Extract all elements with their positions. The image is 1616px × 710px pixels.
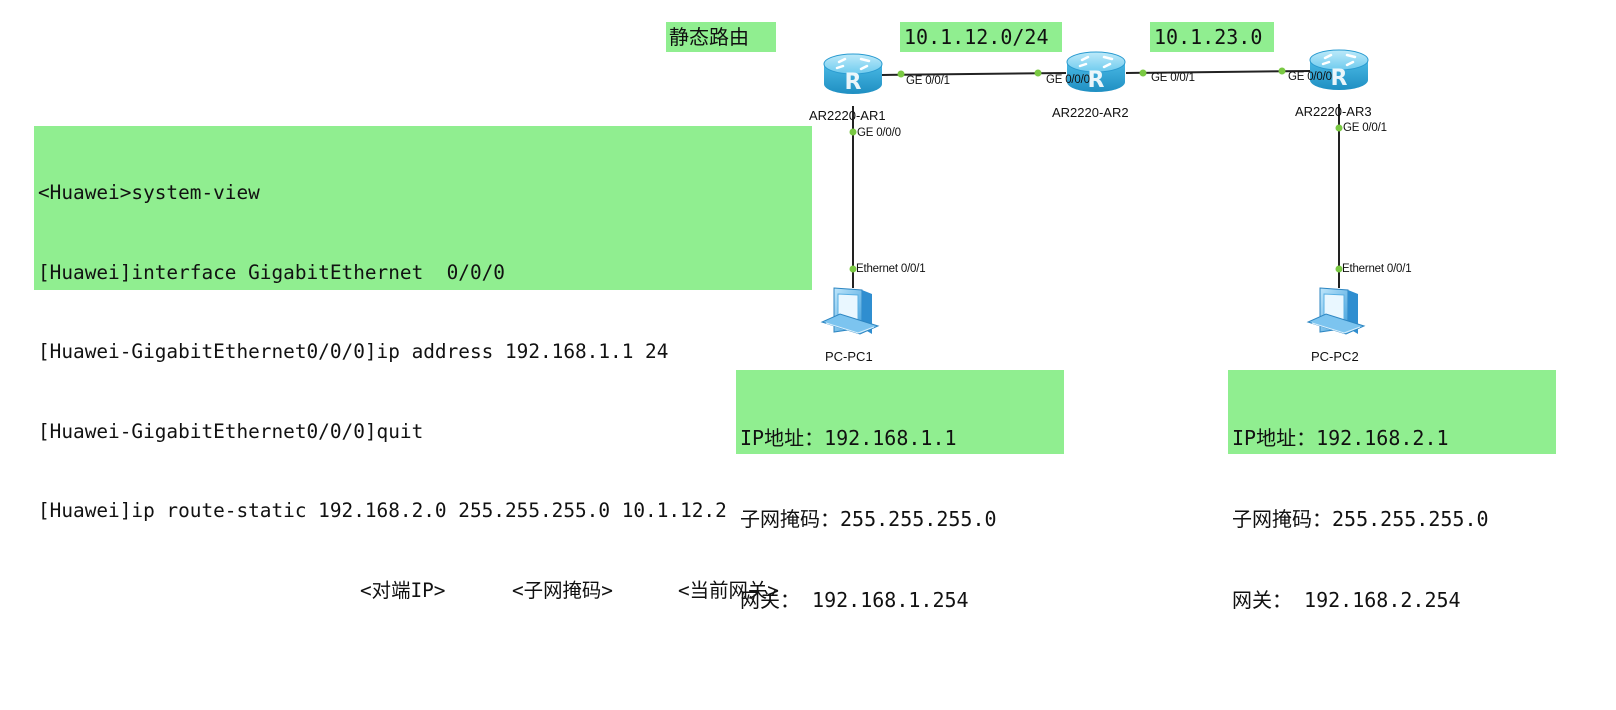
ip-key: IP地址： [740, 426, 825, 450]
port-label-pc1-eth: Ethernet 0/0/1 [856, 263, 926, 275]
pc-label-pc2: PC-PC2 [1311, 349, 1359, 364]
port-dot [897, 70, 905, 78]
port-label-ar2-ge001: GE 0/0/1 [1151, 72, 1195, 84]
gateway-value: 192.168.2.254 [1292, 588, 1461, 612]
port-dot [1139, 69, 1147, 77]
mask-value: 255.255.255.0 [840, 507, 997, 531]
cli-line: [Huawei-GigabitEthernet0/0/0]ip address … [38, 340, 669, 363]
desktop-pc-icon[interactable] [821, 287, 879, 335]
mask-key: 子网掩码： [1232, 507, 1332, 531]
port-dot [849, 265, 857, 273]
cli-line: <Huawei>system-view [38, 181, 260, 204]
network-label-ar2-ar3: 10.1.23.0 [1150, 22, 1274, 52]
mask-value: 255.255.255.0 [1332, 507, 1489, 531]
hint-subnet-mask: <子网掩码> [512, 578, 613, 602]
cli-hints-row: <对端IP> <子网掩码> <当前网关> [38, 578, 812, 605]
router-label-ar1: AR2220-AR1 [809, 108, 886, 123]
ip-value: 192.168.1.1 [824, 426, 957, 450]
pc-label-pc1: PC-PC1 [825, 349, 873, 364]
mask-key: 子网掩码： [740, 507, 840, 531]
pc2-mask-row: 子网掩码：255.255.255.0 [1232, 506, 1556, 533]
port-label-pc2-eth: Ethernet 0/0/1 [1342, 263, 1412, 275]
gateway-key: 网关： [740, 588, 800, 612]
pc1-mask-row: 子网掩码：255.255.255.0 [740, 506, 1064, 533]
network-label-ar1-ar2: 10.1.12.0/24 [900, 22, 1062, 52]
pc1-gateway-row: 网关： 192.168.1.254 [740, 587, 1064, 614]
desktop-pc-icon[interactable] [1307, 287, 1365, 335]
pc2-gateway-row: 网关： 192.168.2.254 [1232, 587, 1556, 614]
port-label-ar1-ge000: GE 0/0/0 [857, 127, 901, 139]
port-dot [1335, 265, 1343, 273]
port-dot [1278, 67, 1286, 75]
port-dot [849, 128, 857, 136]
cli-line: [Huawei-GigabitEthernet0/0/0]quit [38, 419, 424, 443]
gateway-value: 192.168.1.254 [800, 588, 969, 612]
diagram-title: 静态路由 [666, 22, 776, 52]
port-dot [1335, 124, 1343, 132]
port-label-ar1-ge001: GE 0/0/1 [906, 75, 950, 87]
port-label-ar3-ge000: GE 0/0/0 [1288, 71, 1332, 83]
router-label-ar2: AR2220-AR2 [1052, 105, 1129, 120]
gateway-key: 网关： [1232, 588, 1292, 612]
pc1-ip-row: IP地址：192.168.1.1 [740, 425, 1064, 452]
topology-canvas: R [821, 48, 1370, 335]
hint-peer-ip: <对端IP> [360, 578, 446, 602]
port-label-ar3-ge001: GE 0/0/1 [1343, 122, 1387, 134]
pc2-ip-row: IP地址：192.168.2.1 [1232, 425, 1556, 452]
port-dots [849, 67, 1343, 273]
router-icon[interactable] [822, 52, 884, 97]
router-icon[interactable] [1065, 50, 1127, 95]
ip-key: IP地址： [1232, 426, 1317, 450]
ip-value: 192.168.2.1 [1316, 426, 1449, 450]
router-label-ar3: AR2220-AR3 [1295, 104, 1372, 119]
cli-line: [Huawei]interface GigabitEthernet 0/0/0 [38, 260, 505, 284]
port-label-ar2-ge000: GE 0/0/0 [1046, 74, 1090, 86]
port-dot [1034, 69, 1042, 77]
